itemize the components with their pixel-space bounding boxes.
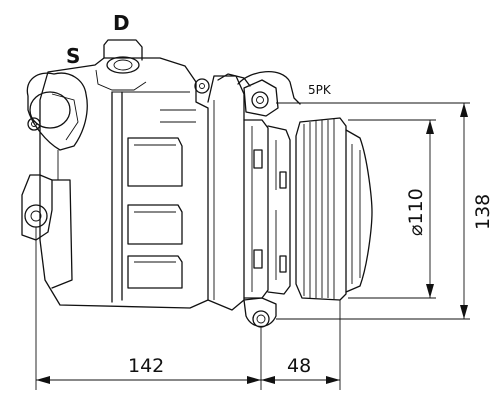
height-dimension-label: 138 [472, 194, 494, 230]
suction-port-label: S [66, 44, 80, 68]
length-dimension-label: 142 [128, 355, 164, 377]
dimension-lines [35, 102, 470, 390]
pulley [295, 117, 373, 301]
pulley-offset-dimension-label: 48 [287, 355, 311, 377]
pulley-type-label: 5PK [308, 83, 332, 97]
discharge-port-label: D [113, 11, 130, 35]
pulley-diameter-dimension-label: ⌀110 [405, 188, 427, 236]
compressor-body [21, 39, 301, 328]
